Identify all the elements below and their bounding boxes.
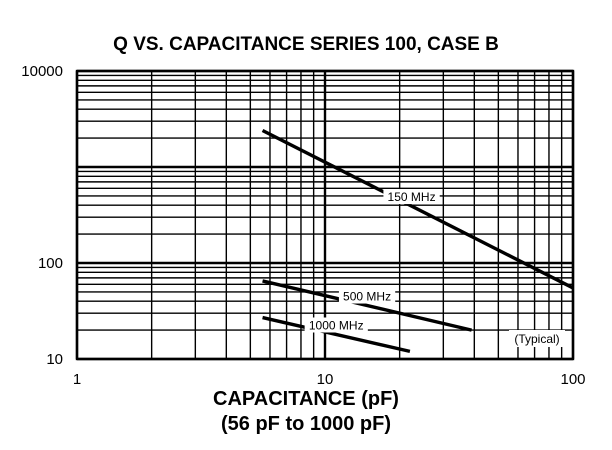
x-axis-sublabel: (56 pF to 1000 pF) [220, 413, 392, 435]
series-label-bg [383, 189, 440, 205]
series-label-bg [338, 288, 396, 304]
series-label-layer: 150 MHz 500 MHz 1000 MHz [304, 189, 440, 333]
series-line-150-mhz [261, 128, 574, 290]
y-tick-label: 10000 [21, 63, 63, 80]
x-tick-label: 100 [560, 371, 585, 388]
series-line-500-mhz [262, 279, 472, 332]
grid-layer [75, 69, 575, 361]
tick-label-layer: 1 10 100 10 100 10000 [21, 63, 585, 388]
chart-title: Q VS. CAPACITANCE SERIES 100, CASE B [113, 34, 499, 55]
typical-annotation: (Typical) [514, 332, 559, 346]
series-line-1000-mhz [262, 315, 411, 354]
annotation-layer: (Typical) [509, 330, 565, 347]
x-tick-label: 1 [73, 371, 81, 388]
annotation-bg [509, 330, 565, 347]
y-tick-label: 100 [38, 255, 63, 272]
series-label: 150 MHz [388, 190, 436, 204]
y-tick-label: 10 [46, 351, 63, 368]
plot-frame-layer [75, 69, 575, 361]
series-label-bg [304, 317, 368, 333]
x-axis-label: CAPACITANCE (pF) [213, 388, 399, 410]
plot-border [75, 69, 575, 361]
series-label: 500 MHz [343, 290, 391, 304]
x-tick-label: 10 [317, 371, 334, 388]
series-layer [261, 128, 574, 354]
series-label: 1000 MHz [309, 318, 364, 332]
